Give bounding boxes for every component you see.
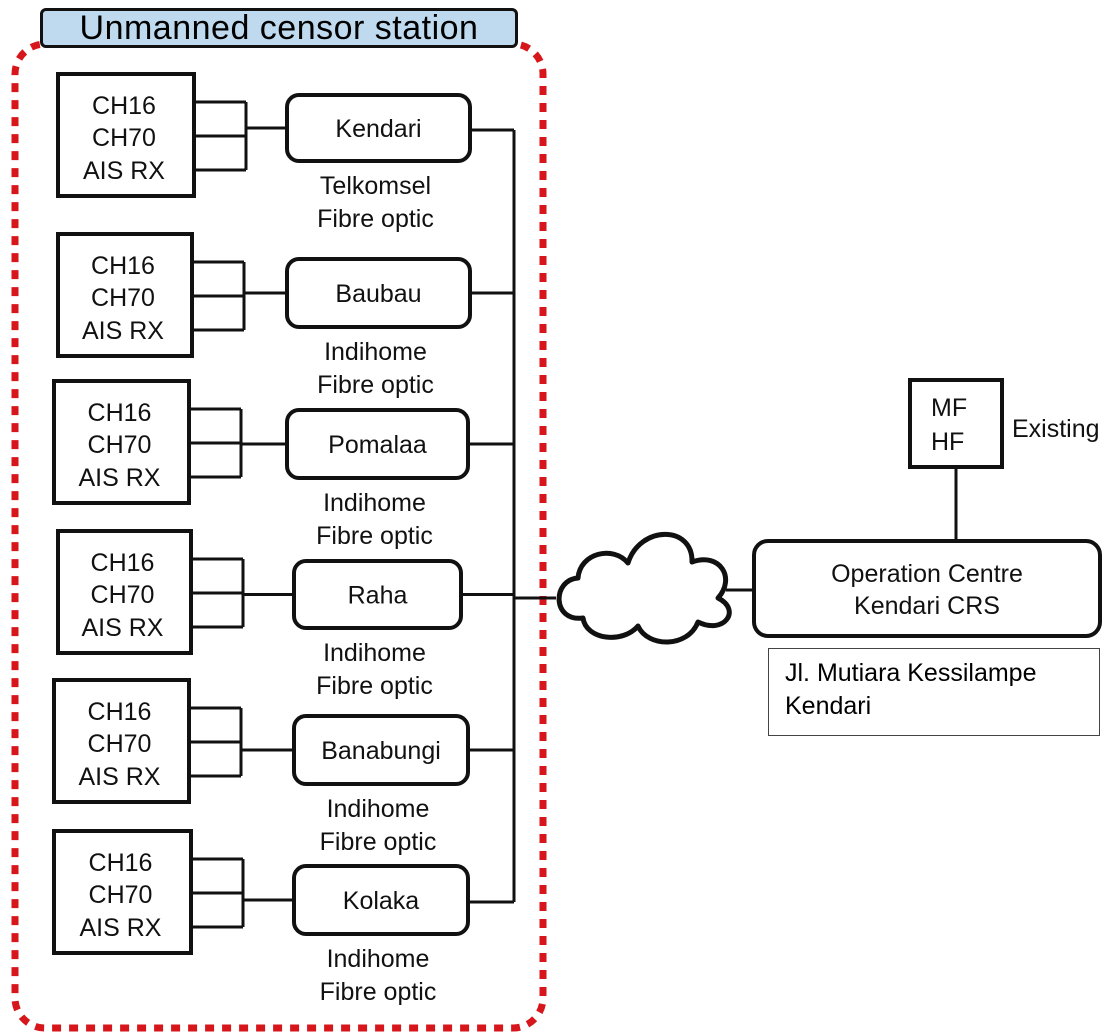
channel-label-raha-0: CH16: [91, 549, 155, 577]
provider-label-banabungi: Indihome: [327, 795, 430, 823]
channel-label-baubau-1: CH70: [91, 284, 155, 312]
station-name-kendari: Kendari: [335, 115, 421, 143]
channel-label-banabungi-0: CH16: [88, 698, 152, 726]
provider-label-kolaka: Indihome: [327, 945, 430, 973]
mf-label: MF: [931, 394, 967, 422]
station-name-baubau: Baubau: [335, 280, 421, 308]
address-box: Jl. Mutiara Kessilampe Kendari: [768, 648, 1100, 736]
provider-label-raha: Indihome: [323, 639, 426, 667]
channel-box-baubau: [56, 232, 194, 358]
channel-label-kolaka-1: CH70: [89, 881, 153, 909]
operation-centre-label: Operation Centre: [831, 560, 1023, 588]
link-type-label-raha: Fibre optic: [316, 672, 433, 700]
channel-label-kendari-2: AIS RX: [83, 157, 165, 185]
station-group-border: [11, 40, 547, 1032]
channel-label-banabungi-1: CH70: [88, 730, 152, 758]
station-name-kolaka: Kolaka: [343, 887, 420, 915]
station-name-pomalaa: Pomalaa: [328, 431, 427, 459]
channel-label-kolaka-2: AIS RX: [80, 914, 162, 942]
channel-label-kendari-1: CH70: [92, 124, 156, 152]
provider-label-baubau: Indihome: [324, 338, 427, 366]
channel-label-kolaka-0: CH16: [89, 849, 153, 877]
provider-label-kendari: Telkomsel: [320, 172, 431, 200]
mfhf-box: [908, 378, 1004, 469]
operation-centre-box: [752, 539, 1102, 638]
channel-label-baubau-0: CH16: [91, 252, 155, 280]
channel-box-kolaka: [52, 829, 193, 955]
station-name-raha: Raha: [348, 582, 408, 610]
link-type-label-kendari: Fibre optic: [317, 205, 434, 233]
channel-box-pomalaa: [52, 379, 191, 505]
group-title: Unmanned censor station: [40, 8, 518, 48]
provider-label-pomalaa: Indihome: [323, 489, 426, 517]
station-name-banabungi: Banabungi: [321, 737, 441, 765]
channel-label-pomalaa-0: CH16: [88, 399, 152, 427]
link-type-label-kolaka: Fibre optic: [320, 978, 437, 1006]
hf-label: HF: [931, 428, 964, 456]
station-node-kendari: [285, 93, 472, 163]
channel-label-pomalaa-2: AIS RX: [79, 464, 161, 492]
channel-label-raha-1: CH70: [91, 581, 155, 609]
link-type-label-pomalaa: Fibre optic: [316, 522, 433, 550]
channel-box-raha: [56, 529, 193, 655]
operation-centre-sublabel: Kendari CRS: [854, 592, 1000, 620]
channel-label-banabungi-2: AIS RX: [79, 763, 161, 791]
channel-label-baubau-2: AIS RX: [82, 317, 164, 345]
channel-box-banabungi: [52, 678, 191, 804]
link-type-label-baubau: Fibre optic: [317, 371, 434, 399]
channel-label-pomalaa-1: CH70: [88, 431, 152, 459]
station-node-kolaka: [292, 864, 470, 936]
cloud-icon: [556, 531, 732, 645]
channel-label-raha-2: AIS RX: [82, 614, 164, 642]
link-type-label-banabungi: Fibre optic: [320, 828, 437, 856]
address-line-1: Jl. Mutiara Kessilampe: [785, 659, 1037, 687]
address-line-2: Kendari: [785, 692, 872, 720]
existing-label: Existing: [1012, 415, 1100, 443]
channel-label-kendari-0: CH16: [92, 92, 156, 120]
